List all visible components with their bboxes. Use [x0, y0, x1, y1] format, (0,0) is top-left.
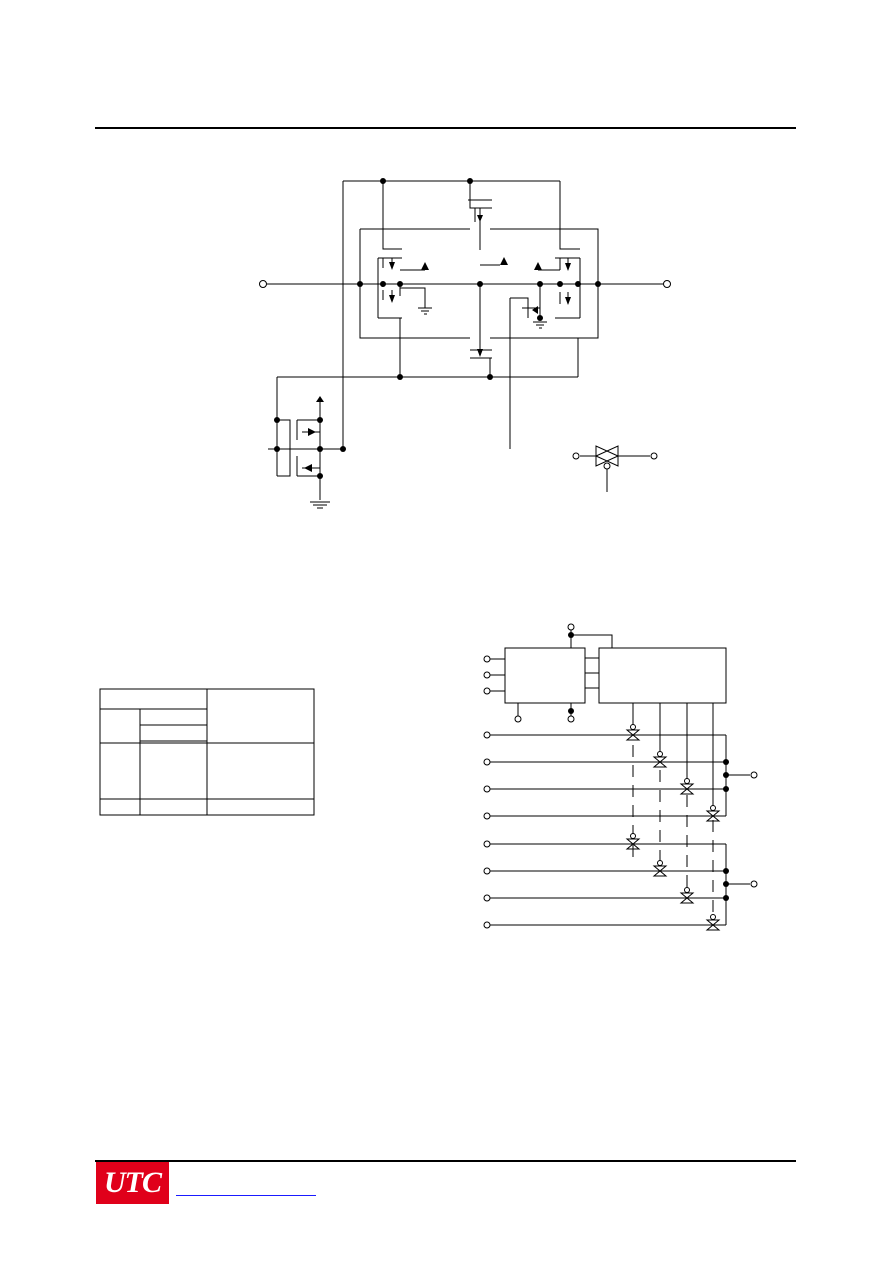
utc-logo: UTC [96, 1162, 169, 1204]
logo-text: UTC [104, 1166, 162, 1199]
footer-rule [95, 1160, 796, 1162]
header-rule [95, 127, 796, 129]
footer-link-underline[interactable] [176, 1195, 316, 1196]
